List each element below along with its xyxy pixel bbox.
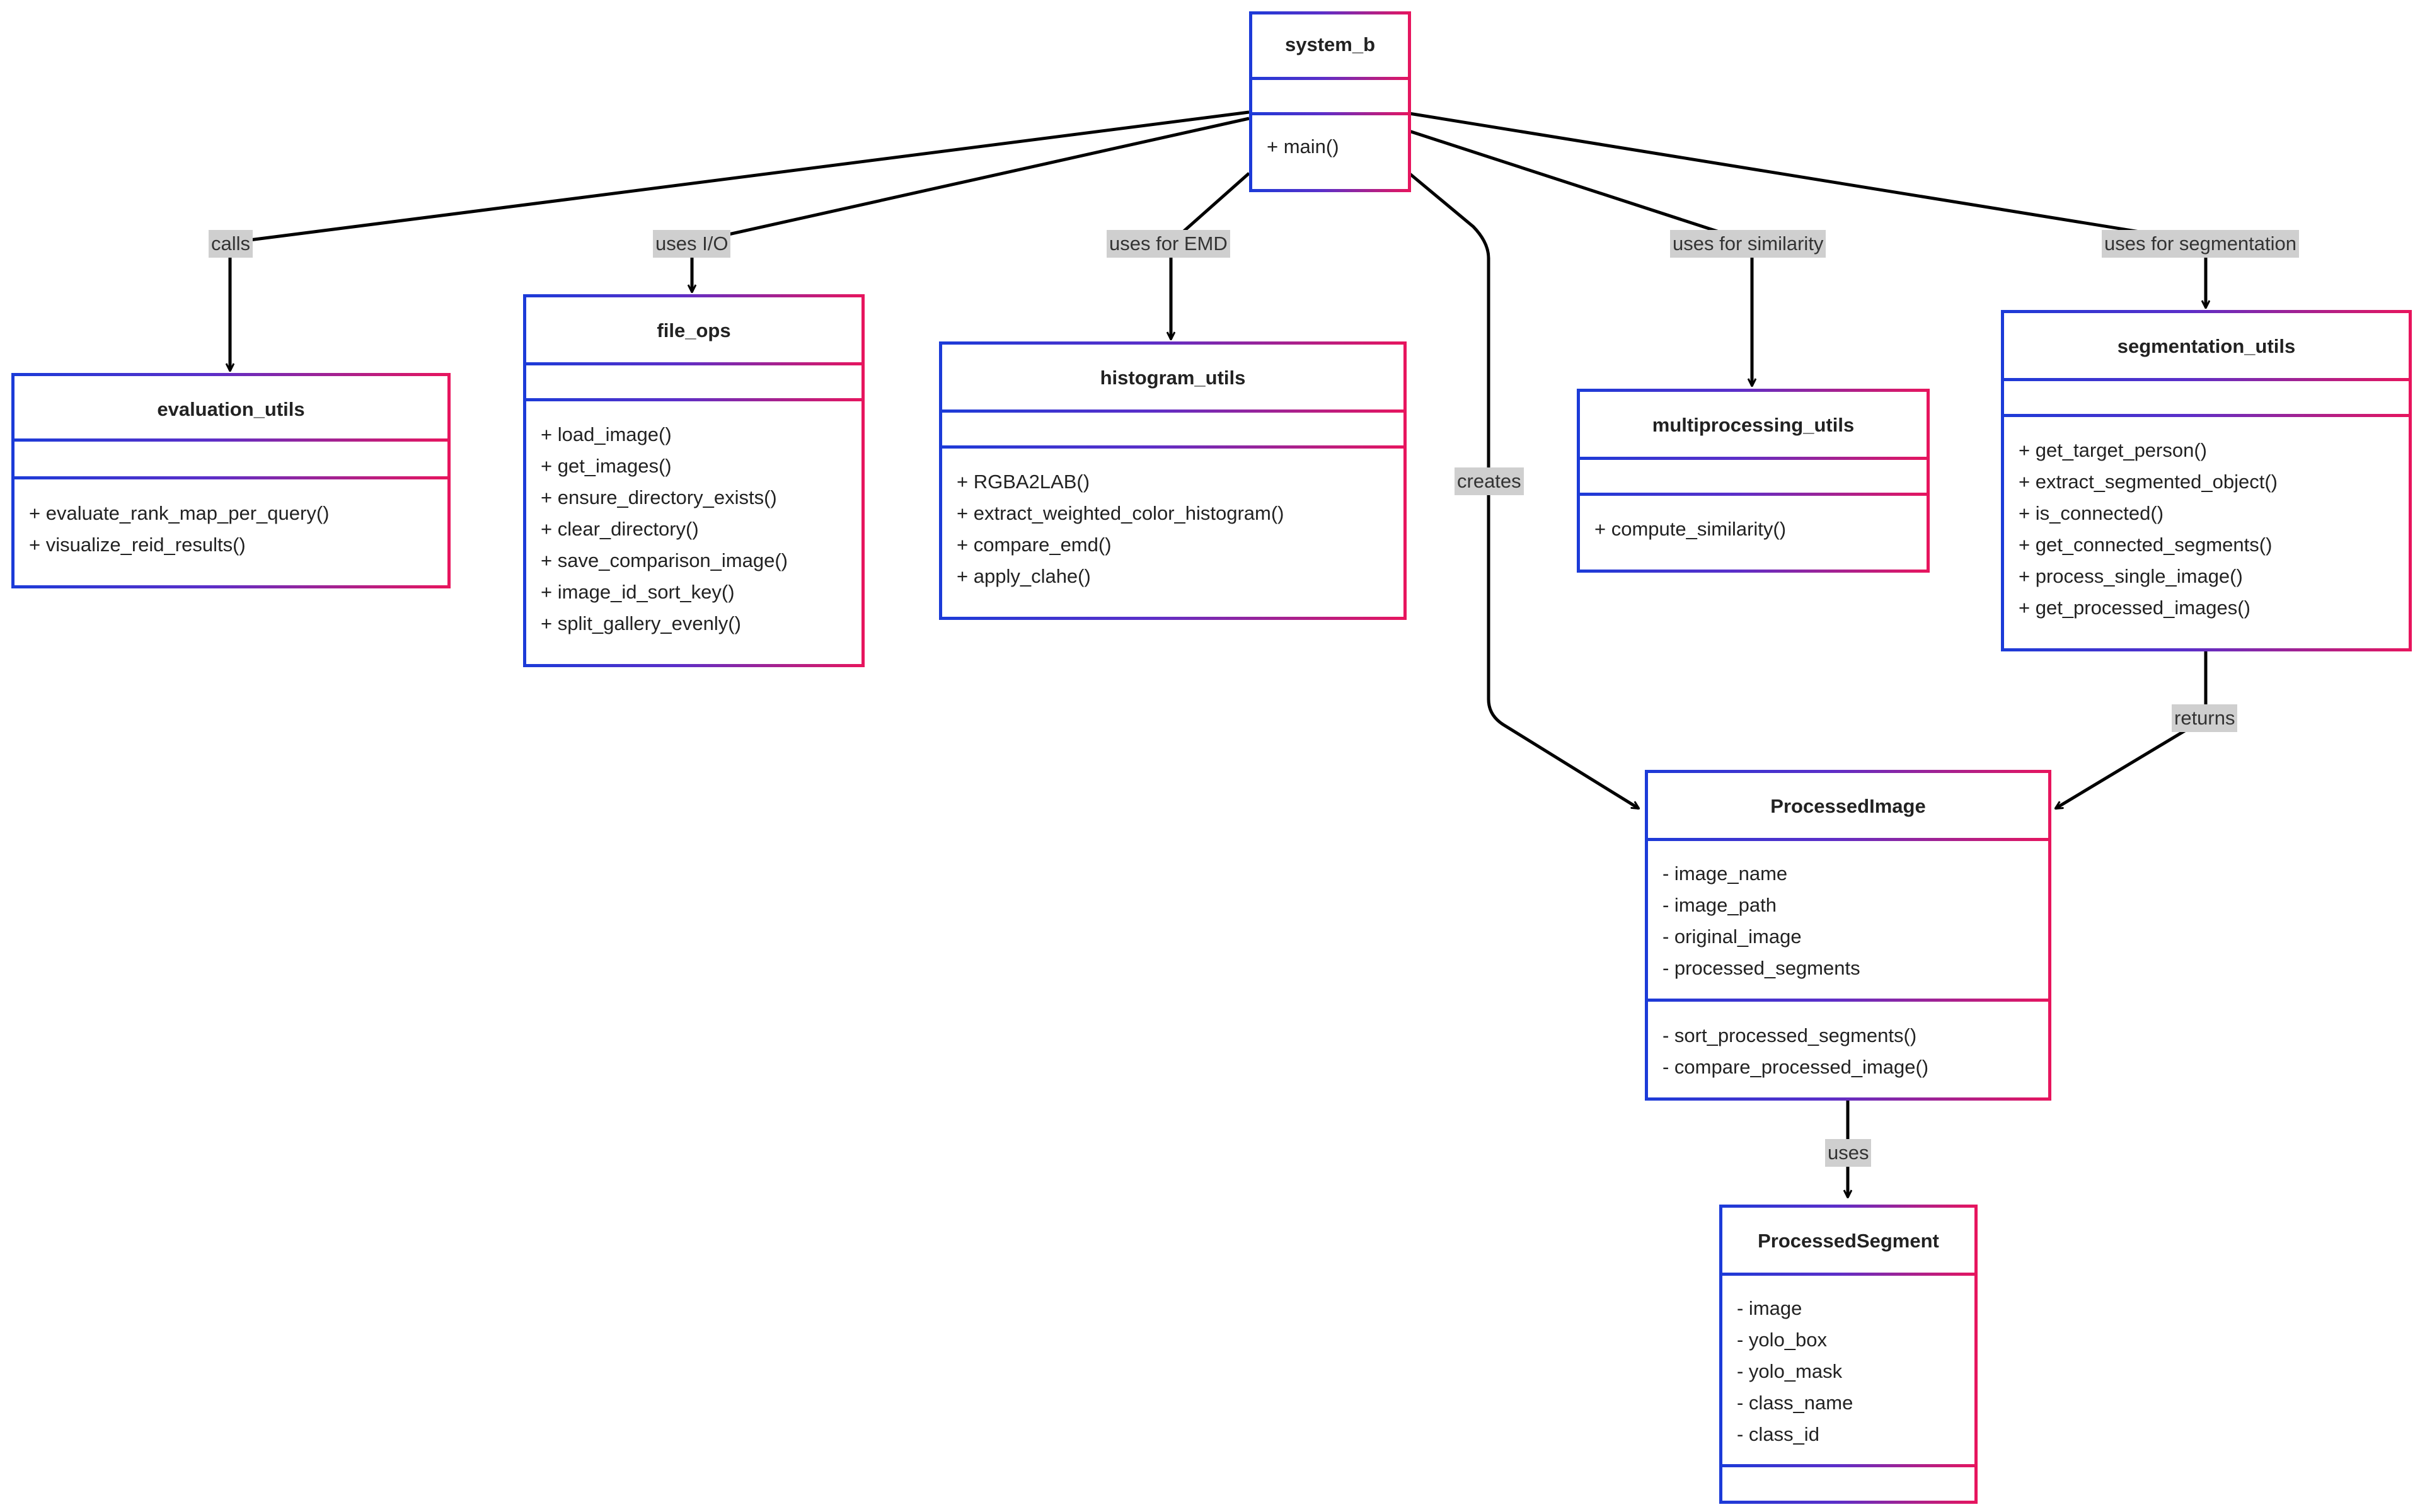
method: + split_gallery_evenly() bbox=[541, 612, 741, 634]
method: + save_comparison_image() bbox=[541, 549, 788, 571]
edge-label-uses: uses bbox=[1825, 1139, 1872, 1167]
method: + is_connected() bbox=[2019, 502, 2164, 524]
divider bbox=[1577, 457, 1930, 460]
divider bbox=[1249, 112, 1411, 115]
divider bbox=[939, 445, 1407, 449]
divider bbox=[1719, 1464, 1978, 1467]
method: + main() bbox=[1267, 135, 1339, 158]
edge-label-uses-io: uses I/O bbox=[653, 230, 731, 258]
attribute: - yolo_mask bbox=[1737, 1360, 1843, 1382]
divider bbox=[11, 438, 451, 442]
class-multiprocessing-utils[interactable]: multiprocessing_utils + compute_similari… bbox=[1577, 389, 1930, 573]
method: + RGBA2LAB() bbox=[957, 471, 1090, 493]
divider bbox=[2001, 414, 2412, 417]
class-title: multiprocessing_utils bbox=[1652, 414, 1855, 436]
class-title: file_ops bbox=[657, 319, 731, 341]
class-title: ProcessedImage bbox=[1770, 795, 1926, 817]
edge-uses-segmentation bbox=[1409, 112, 2206, 307]
method: + compute_similarity() bbox=[1594, 518, 1787, 540]
edge-label-creates: creates bbox=[1455, 467, 1524, 495]
edge-label-returns: returns bbox=[2172, 704, 2238, 732]
attribute: - class_id bbox=[1737, 1423, 1819, 1445]
method: - compare_processed_image() bbox=[1662, 1056, 1929, 1078]
method: + evaluate_rank_map_per_query() bbox=[29, 502, 330, 524]
attribute: - image_name bbox=[1662, 862, 1788, 885]
class-evaluation-utils[interactable]: evaluation_utils + evaluate_rank_map_per… bbox=[11, 373, 451, 588]
class-title: histogram_utils bbox=[1100, 367, 1246, 389]
method: + load_image() bbox=[541, 423, 672, 445]
attribute: - image bbox=[1737, 1297, 1802, 1319]
method: + process_single_image() bbox=[2019, 565, 2243, 587]
divider bbox=[1577, 493, 1930, 496]
method: + compare_emd() bbox=[957, 534, 1112, 556]
method: + extract_segmented_object() bbox=[2019, 471, 2278, 493]
method-list: + RGBA2LAB() + extract_weighted_color_hi… bbox=[957, 466, 1284, 592]
divider bbox=[1249, 77, 1411, 80]
method: + visualize_reid_results() bbox=[29, 534, 246, 556]
method: + get_processed_images() bbox=[2019, 597, 2250, 619]
class-title: system_b bbox=[1284, 33, 1376, 55]
attribute: - processed_segments bbox=[1662, 957, 1860, 979]
attribute: - original_image bbox=[1662, 925, 1802, 948]
class-title: segmentation_utils bbox=[2117, 335, 2296, 357]
class-processed-image[interactable]: ProcessedImage - image_name - image_path… bbox=[1645, 770, 2051, 1101]
method-list: + evaluate_rank_map_per_query() + visual… bbox=[29, 498, 330, 561]
method-list: + compute_similarity() bbox=[1594, 513, 1786, 545]
divider bbox=[939, 410, 1407, 413]
method-list: - sort_processed_segments() - compare_pr… bbox=[1662, 1020, 1928, 1083]
class-segmentation-utils[interactable]: segmentation_utils + get_target_person()… bbox=[2001, 310, 2412, 651]
class-title: ProcessedSegment bbox=[1758, 1230, 1939, 1252]
edge-uses-io bbox=[692, 117, 1250, 292]
class-system-b[interactable]: system_b + main() bbox=[1249, 11, 1411, 192]
divider bbox=[2001, 378, 2412, 381]
method: - sort_processed_segments() bbox=[1662, 1024, 1917, 1046]
class-file-ops[interactable]: file_ops + load_image() + get_images() +… bbox=[523, 294, 865, 667]
method: + clear_directory() bbox=[541, 518, 699, 540]
edge-label-uses-emd: uses for EMD bbox=[1107, 230, 1230, 258]
edge-label-uses-similarity: uses for similarity bbox=[1670, 230, 1826, 258]
divider bbox=[1645, 838, 2051, 841]
method-list: + load_image() + get_images() + ensure_d… bbox=[541, 419, 788, 639]
edge-label-calls: calls bbox=[209, 230, 253, 258]
divider bbox=[1719, 1273, 1978, 1276]
edge-label-uses-segmentation: uses for segmentation bbox=[2102, 230, 2300, 258]
method: + get_connected_segments() bbox=[2019, 534, 2273, 556]
method: + ensure_directory_exists() bbox=[541, 486, 777, 508]
attribute-list: - image - yolo_box - yolo_mask - class_n… bbox=[1737, 1293, 1853, 1450]
edge-uses-similarity bbox=[1409, 129, 1752, 386]
method: + get_target_person() bbox=[2019, 439, 2207, 461]
attribute: - yolo_box bbox=[1737, 1329, 1828, 1351]
attribute: - image_path bbox=[1662, 894, 1777, 916]
divider bbox=[11, 476, 451, 479]
method-list: + main() bbox=[1267, 131, 1339, 163]
attribute: - class_name bbox=[1737, 1392, 1853, 1414]
divider bbox=[523, 398, 865, 401]
class-title: evaluation_utils bbox=[157, 398, 305, 420]
class-processed-segment[interactable]: ProcessedSegment - image - yolo_box - yo… bbox=[1719, 1205, 1978, 1504]
divider bbox=[523, 362, 865, 365]
method-list: + get_target_person() + extract_segmente… bbox=[2019, 435, 2278, 624]
method: + extract_weighted_color_histogram() bbox=[957, 502, 1284, 524]
method: + apply_clahe() bbox=[957, 565, 1091, 587]
method: + get_images() bbox=[541, 455, 672, 477]
class-histogram-utils[interactable]: histogram_utils + RGBA2LAB() + extract_w… bbox=[939, 341, 1407, 620]
attribute-list: - image_name - image_path - original_ima… bbox=[1662, 858, 1860, 984]
method: + image_id_sort_key() bbox=[541, 581, 735, 603]
divider bbox=[1645, 999, 2051, 1002]
